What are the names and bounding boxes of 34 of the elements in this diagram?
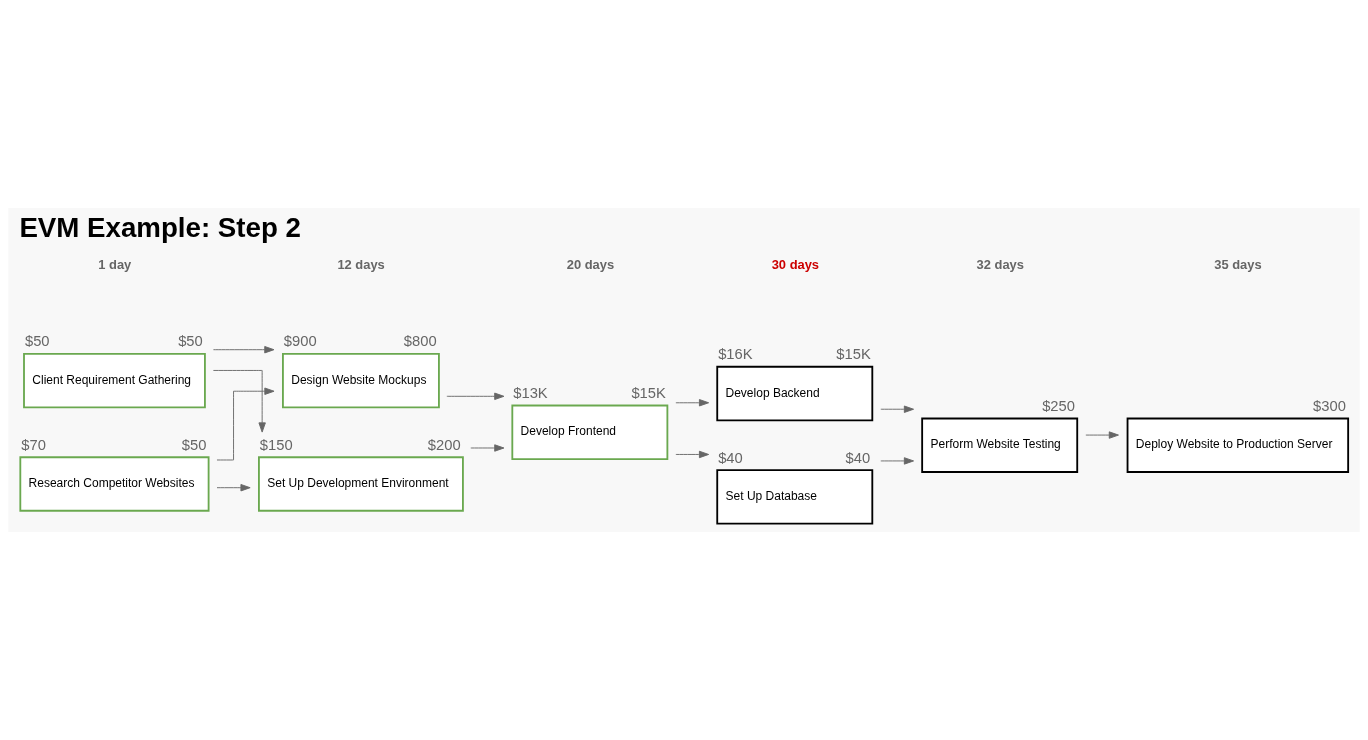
arrow [880, 405, 915, 413]
label: 32 days [976, 256, 1024, 272]
node-label: $50 [24, 333, 50, 350]
node-label: $40 [845, 449, 871, 466]
arrow [216, 484, 251, 492]
arrow [675, 450, 710, 459]
node-label: $250 [1042, 397, 1075, 414]
label: 12 days [337, 256, 385, 272]
node-label: $16K [718, 346, 753, 363]
node-label: $300 [1313, 397, 1346, 414]
node-label: $50 [181, 436, 207, 453]
arrow [216, 387, 275, 461]
diagram-title: EVM Example: Step 2 [19, 211, 301, 243]
arrow [880, 457, 915, 465]
label: 30 days [771, 256, 820, 272]
arrow [212, 370, 266, 433]
node-label: $40 [718, 449, 743, 466]
node-label: $150 [259, 436, 293, 453]
node-label: $15K [836, 346, 871, 363]
arrow [675, 399, 710, 407]
arrow [1085, 431, 1119, 439]
node-label: $13K [513, 384, 548, 401]
node-label: $50 [178, 333, 203, 350]
label: 20 days [566, 256, 615, 272]
arrow [213, 346, 275, 354]
node-label: $800 [403, 333, 437, 350]
label: 35 days [1214, 256, 1262, 272]
arrow [470, 444, 505, 452]
node-label: $15K [631, 384, 666, 401]
label: 1 day [98, 256, 132, 272]
node-label: $70 [21, 436, 46, 453]
node-label: $900 [283, 333, 317, 350]
arrow [446, 392, 505, 400]
node-label: $200 [427, 436, 461, 453]
